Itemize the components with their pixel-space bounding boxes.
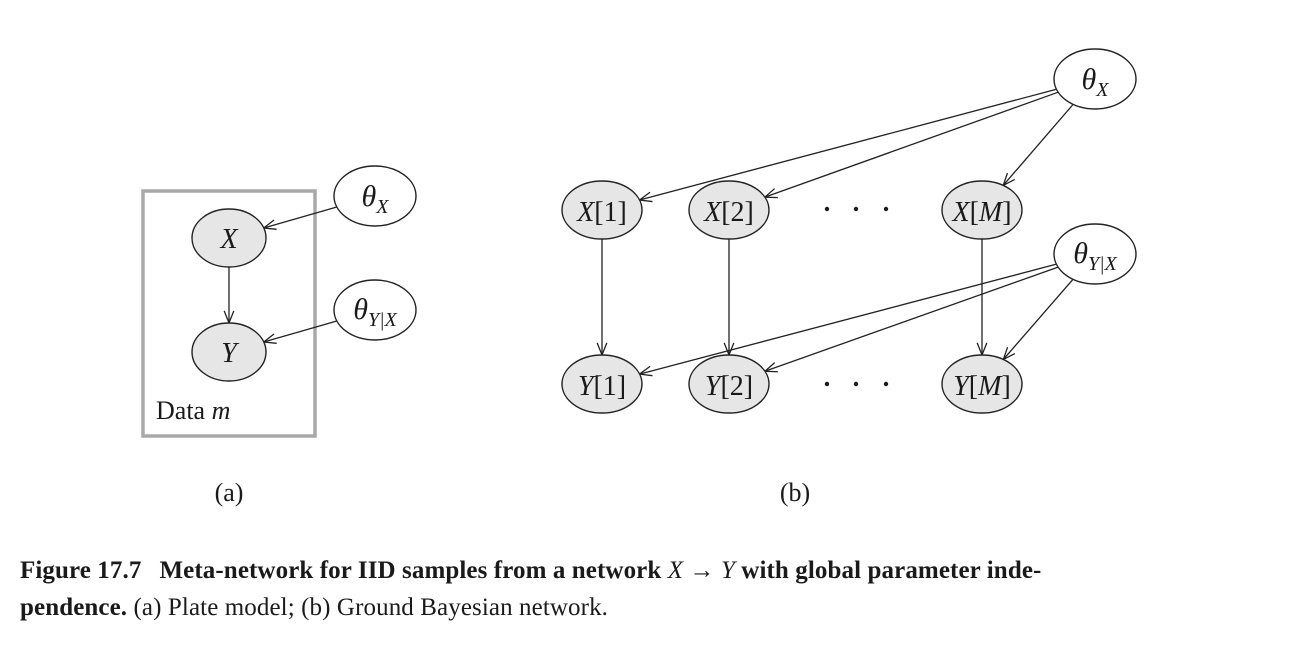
svg-text:Y[2]: Y[2] (705, 371, 753, 402)
svg-text:Y[M]: Y[M] (953, 371, 1011, 402)
node-x2: X[2] (688, 180, 770, 240)
node-x1: X[1] (561, 180, 643, 240)
edges-a (223, 206, 338, 344)
node-y: Y (191, 322, 267, 382)
panel-b-label: (b) (780, 478, 810, 507)
svg-text:X[2]: X[2] (703, 197, 754, 228)
svg-text:θY|X: θY|X (1073, 237, 1117, 275)
caption-math-x: X (667, 557, 684, 584)
edge-thetaYX-to-Y2 (764, 266, 1059, 372)
panel-a-label: (a) (215, 478, 244, 507)
plate-label: Data m (156, 396, 230, 425)
ellipsis-top (824, 206, 889, 212)
caption-math-y: Y (720, 557, 735, 584)
panel-b-ground-network: X[1] X[2] X[M] Y[1] Y[2] Y[M] θX (561, 48, 1137, 507)
caption-title-part1: Meta-network for IID samples from a netw… (159, 557, 668, 584)
svg-text:Y: Y (221, 338, 240, 369)
svg-text:X: X (219, 224, 238, 255)
node-theta-x-b: θX (1053, 48, 1137, 110)
caption-arrow: → (689, 557, 715, 584)
node-y2: Y[2] (688, 354, 770, 414)
edge-thetaYX-to-Y1 (639, 263, 1057, 375)
node-y1: Y[1] (561, 354, 643, 414)
plate-box (141, 189, 317, 438)
svg-text:θX: θX (362, 180, 390, 218)
svg-text:X[M]: X[M] (951, 197, 1011, 228)
node-theta-y-given-x: θY|X (333, 279, 417, 341)
svg-text:X[1]: X[1] (576, 197, 627, 228)
figure-caption: Figure 17.7 Meta-network for IID samples … (20, 552, 1270, 626)
svg-text:Y[1]: Y[1] (578, 371, 626, 402)
edge-thetaYX-to-YM (1002, 278, 1074, 360)
svg-text:θY|X: θY|X (353, 293, 397, 331)
edge-thetaX-to-X2 (764, 91, 1059, 198)
figure-number: Figure 17.7 (20, 557, 142, 584)
edge-thetaX-to-X (263, 206, 338, 229)
edge-thetaX-to-XM (1002, 103, 1074, 186)
panel-a-plate-model: Data m X Y θX θY|X (a) (141, 165, 417, 507)
edges-b (596, 88, 1074, 377)
node-x: X (191, 208, 267, 268)
node-xm: X[M] (941, 180, 1023, 240)
meta-network-diagram: Data m X Y θX θY|X (a) X[ (141, 48, 1137, 507)
caption-description: (a) Plate model; (b) Ground Bayesian net… (127, 594, 609, 621)
caption-title-part3: pendence. (20, 594, 128, 621)
node-theta-y-given-x-b: θY|X (1053, 223, 1137, 285)
node-theta-x: θX (333, 165, 417, 227)
edge-thetaYX-to-Y (263, 320, 338, 343)
node-ym: Y[M] (941, 354, 1023, 414)
caption-title-part2: with global parameter inde- (734, 557, 1042, 584)
edge-thetaX-to-X1 (639, 88, 1057, 201)
ellipsis-bottom (824, 381, 889, 387)
svg-text:θX: θX (1082, 63, 1110, 101)
